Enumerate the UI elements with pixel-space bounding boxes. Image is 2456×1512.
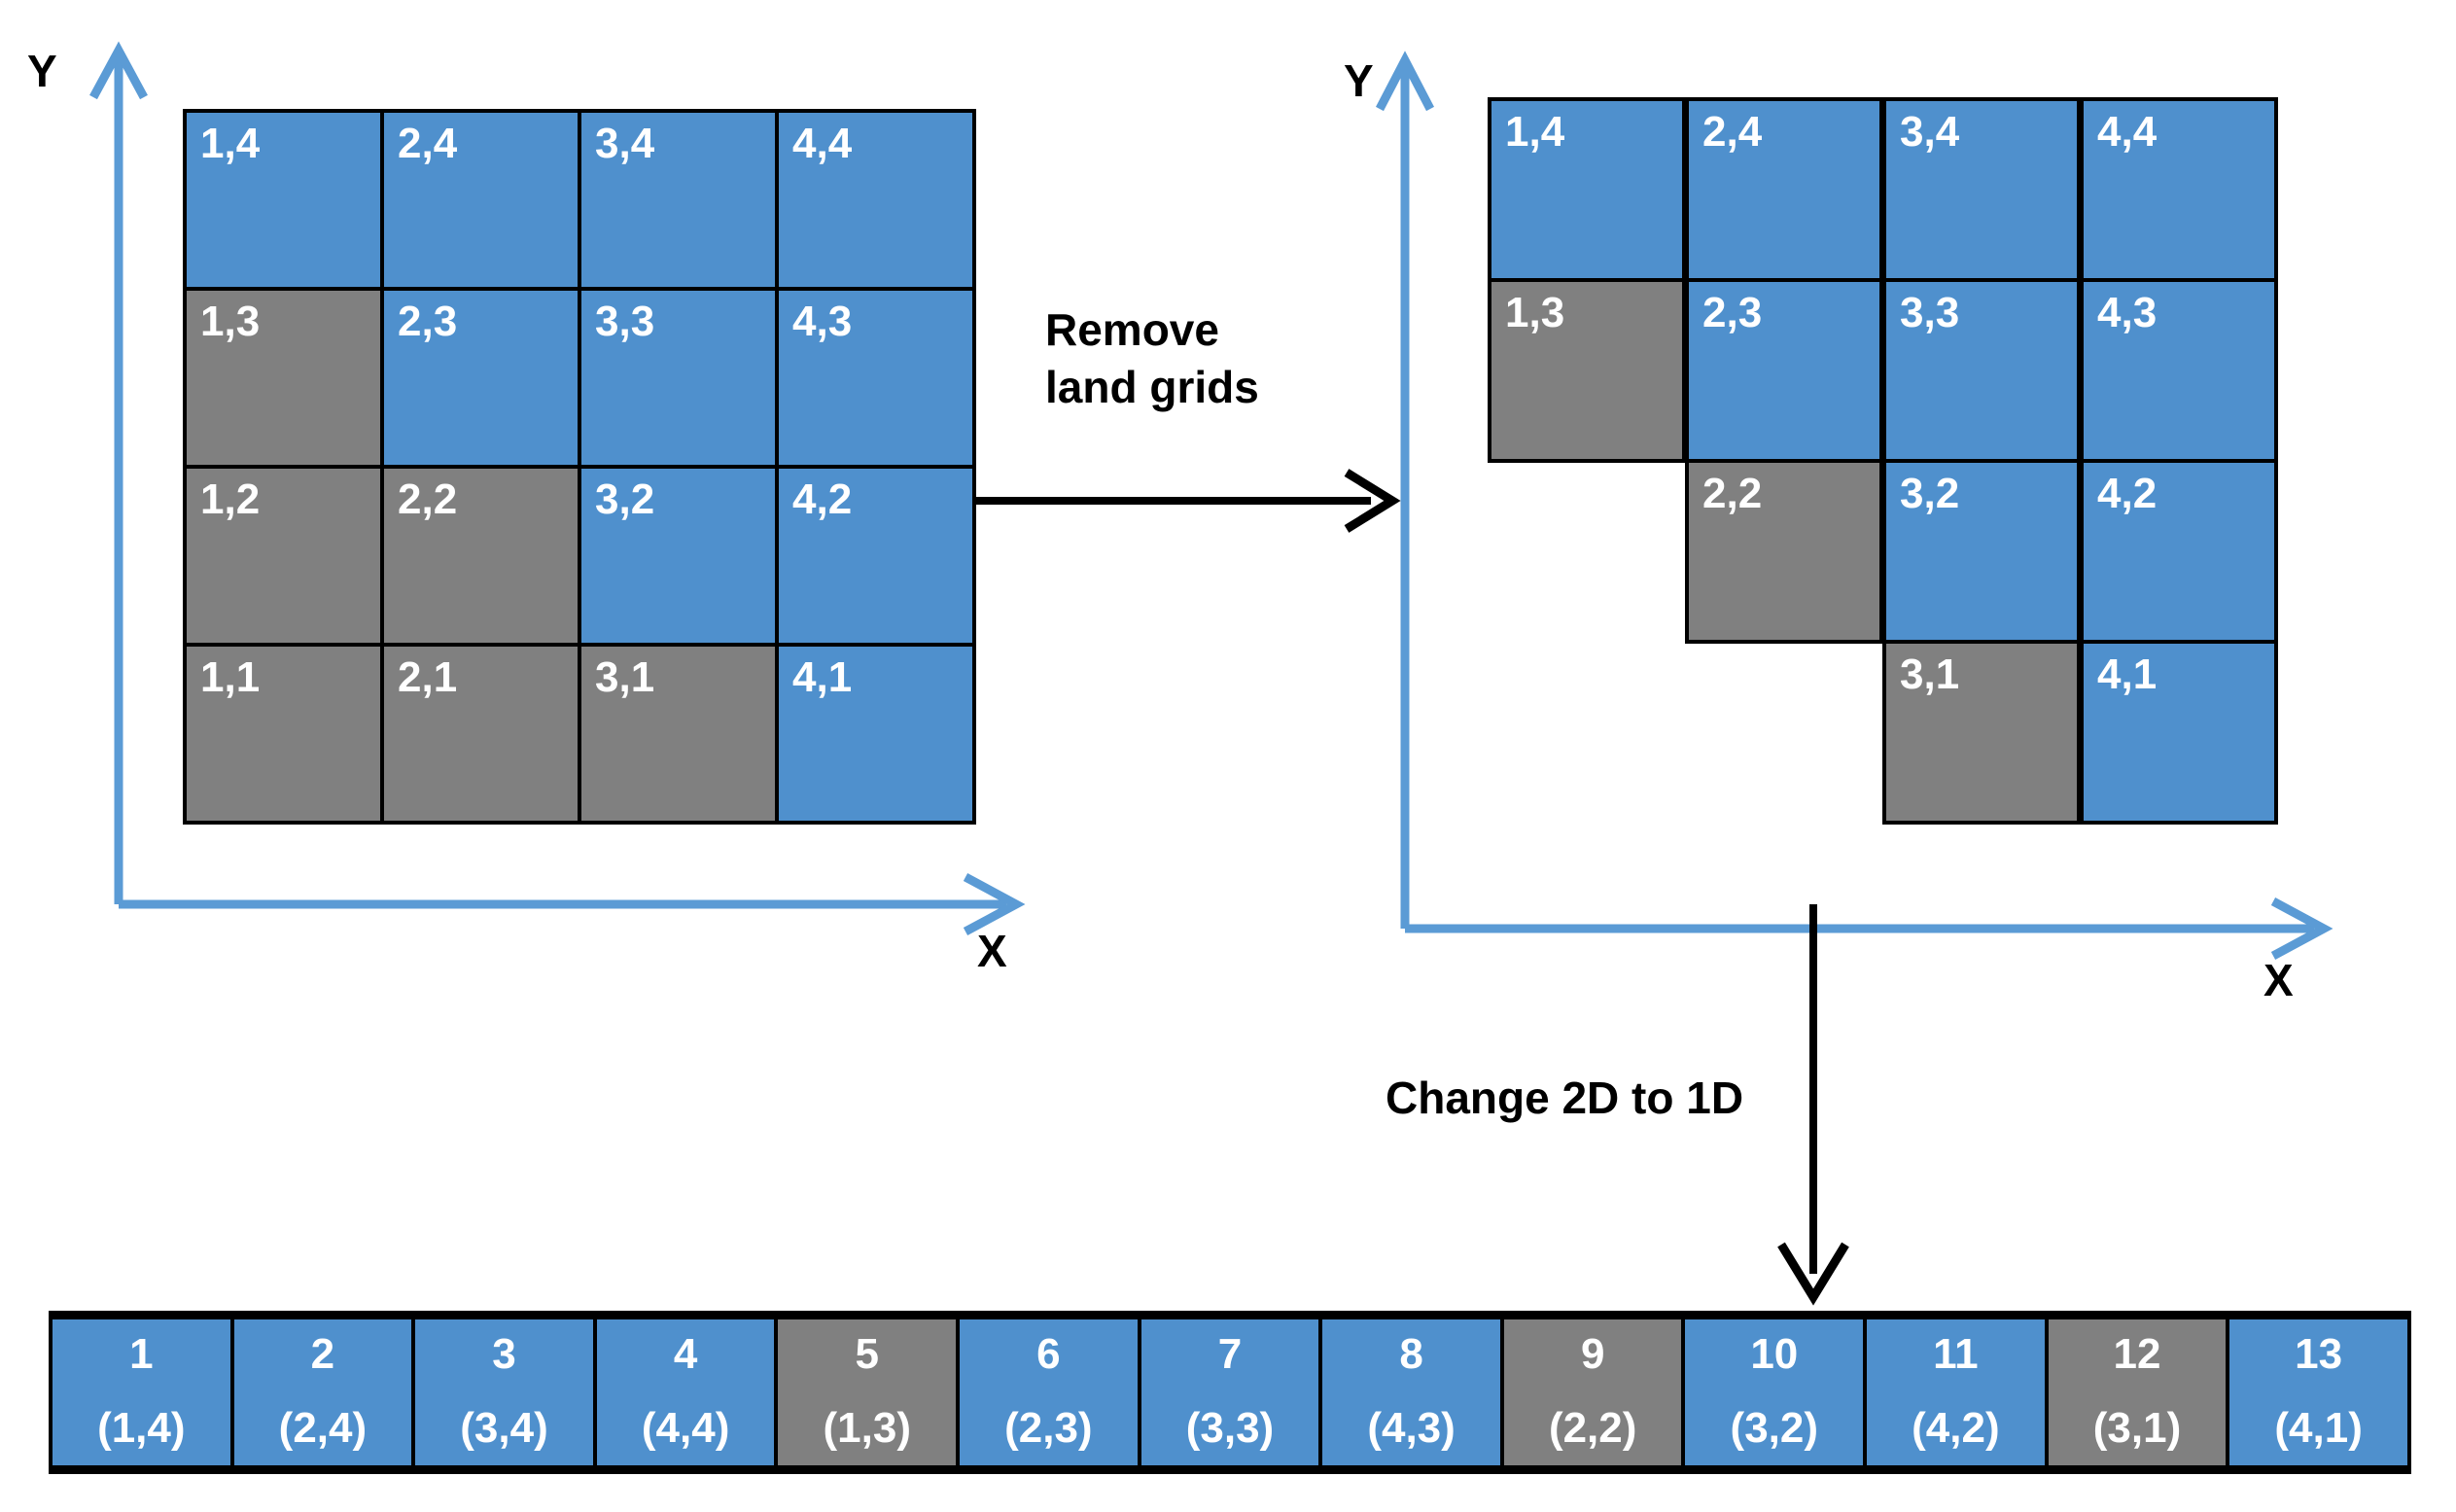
array-cell-coord: (4,2) — [1912, 1404, 2000, 1452]
array-cell-10: 10 (3,2) — [1685, 1319, 1868, 1465]
array-cell-index: 6 — [1036, 1330, 1061, 1378]
right-cell-4-4: 4,4 — [2080, 97, 2278, 282]
array-cell-coord: (4,1) — [2274, 1404, 2363, 1452]
left-cell-4-4: 4,4 — [775, 109, 976, 291]
array-cell-index: 3 — [492, 1330, 516, 1378]
right-cell-3-2: 3,2 — [1882, 459, 2081, 644]
array-cell-1: 1 (1,4) — [53, 1319, 234, 1465]
left-cell-1-2: 1,2 — [183, 465, 384, 647]
left-cell-3-4: 3,4 — [578, 109, 779, 291]
array-1d-row: 1 (1,4) 2 (2,4) 3 (3,4) 4 (4,4) 5 (1,3) … — [49, 1311, 2411, 1474]
array-cell-index: 8 — [1399, 1330, 1423, 1378]
array-cell-index: 2 — [310, 1330, 335, 1378]
array-cell-index: 1 — [129, 1330, 154, 1378]
right-cell-2-4: 2,4 — [1685, 97, 1883, 282]
array-cell-coord: (1,4) — [97, 1404, 186, 1452]
array-cell-index: 10 — [1750, 1330, 1799, 1378]
array-cell-index: 11 — [1933, 1330, 1979, 1378]
array-cell-12: 12 (3,1) — [2048, 1319, 2230, 1465]
array-cell-11: 11 (4,2) — [1867, 1319, 2049, 1465]
right-axes — [1376, 51, 2333, 960]
change-2d-to-1d-caption: Change 2D to 1D — [1386, 1072, 1744, 1123]
arrow-change-2d-to-1d — [1777, 904, 1849, 1306]
left-x-axis-label: X — [977, 926, 1007, 976]
left-cell-2-4: 2,4 — [380, 109, 581, 291]
arrow-remove-land-grids — [972, 469, 1401, 533]
array-cell-7: 7 (3,3) — [1140, 1319, 1323, 1465]
array-cell-4: 4 (4,4) — [596, 1319, 779, 1465]
array-cell-9: 9 (2,2) — [1503, 1319, 1686, 1465]
array-cell-13: 13 (4,1) — [2229, 1319, 2407, 1465]
array-cell-coord: (3,3) — [1185, 1404, 1275, 1452]
array-cell-index: 7 — [1217, 1330, 1243, 1378]
left-axes — [89, 41, 1026, 935]
left-cell-4-1: 4,1 — [775, 643, 976, 825]
right-cell-2-2: 2,2 — [1685, 459, 1883, 644]
left-cell-2-2: 2,2 — [380, 465, 581, 647]
array-cell-8: 8 (4,3) — [1322, 1319, 1504, 1465]
right-cell-2-3: 2,3 — [1685, 278, 1883, 463]
left-cell-2-1: 2,1 — [380, 643, 581, 825]
left-cell-3-3: 3,3 — [578, 287, 779, 469]
left-y-axis-label: Y — [27, 46, 57, 96]
left-cell-1-3: 1,3 — [183, 287, 384, 469]
array-cell-coord: (3,4) — [460, 1404, 548, 1452]
array-cell-coord: (3,1) — [2092, 1404, 2182, 1452]
right-cell-1-3: 1,3 — [1488, 278, 1686, 463]
array-cell-coord: (3,2) — [1730, 1404, 1819, 1452]
left-cell-3-2: 3,2 — [578, 465, 779, 647]
right-cell-4-3: 4,3 — [2080, 278, 2278, 463]
right-cell-1-4: 1,4 — [1488, 97, 1686, 282]
array-cell-6: 6 (2,3) — [960, 1319, 1141, 1465]
array-cell-index: 5 — [855, 1330, 879, 1378]
array-cell-index: 12 — [2113, 1330, 2161, 1378]
left-cell-1-4: 1,4 — [183, 109, 384, 291]
right-y-axis-label: Y — [1344, 55, 1374, 106]
array-cell-index: 9 — [1580, 1330, 1605, 1378]
array-cell-3: 3 (3,4) — [415, 1319, 597, 1465]
right-cell-3-1: 3,1 — [1882, 640, 2081, 825]
right-cell-4-1: 4,1 — [2080, 640, 2278, 825]
left-cell-4-2: 4,2 — [775, 465, 976, 647]
remove-land-grids-caption: Remove land grids — [1045, 304, 1259, 412]
array-cell-coord: (4,4) — [641, 1404, 730, 1452]
left-cell-3-1: 3,1 — [578, 643, 779, 825]
array-cell-coord: (4,3) — [1367, 1404, 1456, 1452]
left-cell-4-3: 4,3 — [775, 287, 976, 469]
array-cell-coord: (2,2) — [1548, 1404, 1637, 1452]
right-cell-4-2: 4,2 — [2080, 459, 2278, 644]
array-cell-5: 5 (1,3) — [778, 1319, 961, 1465]
array-cell-coord: (1,3) — [823, 1404, 911, 1452]
array-cell-index: 13 — [2295, 1330, 2343, 1378]
array-cell-coord: (2,4) — [278, 1404, 368, 1452]
array-cell-index: 4 — [673, 1330, 698, 1378]
right-x-axis-label: X — [2263, 955, 2294, 1005]
left-cell-1-1: 1,1 — [183, 643, 384, 825]
array-cell-2: 2 (2,4) — [233, 1319, 416, 1465]
right-cell-3-4: 3,4 — [1882, 97, 2081, 282]
array-cell-coord: (2,3) — [1004, 1404, 1093, 1452]
right-cell-3-3: 3,3 — [1882, 278, 2081, 463]
left-cell-2-3: 2,3 — [380, 287, 581, 469]
